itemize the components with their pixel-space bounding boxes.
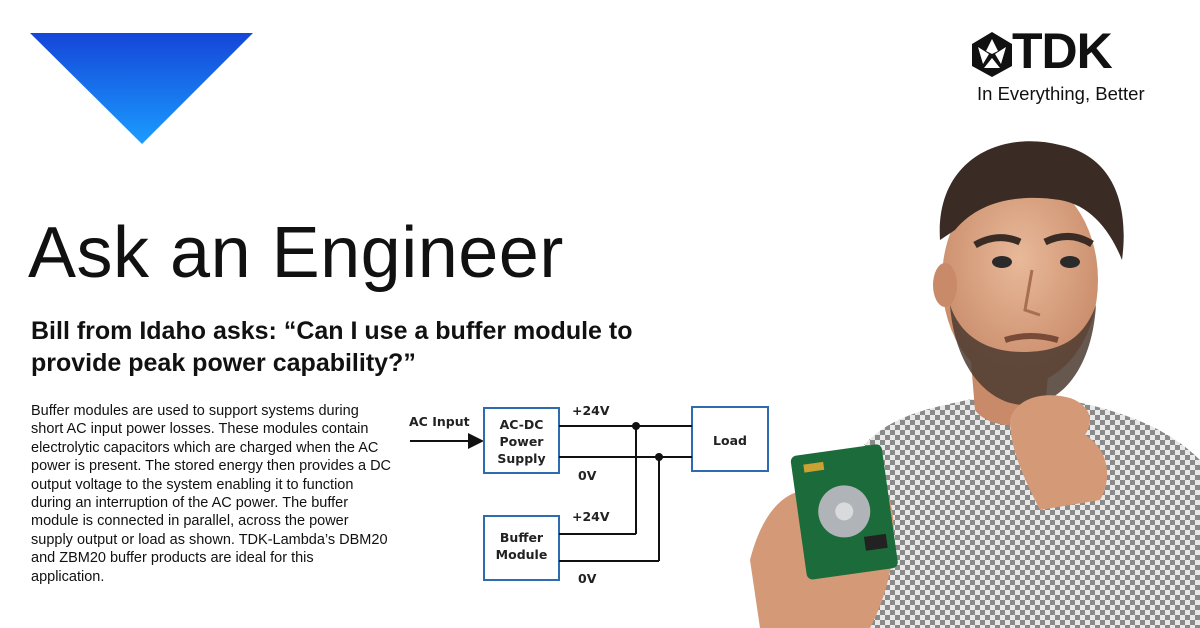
eyebrow <box>973 234 1022 249</box>
eye <box>1060 256 1080 268</box>
load-label: Load <box>713 433 747 448</box>
junction-dot <box>655 453 663 461</box>
checkered-shirt <box>820 395 1200 628</box>
buffer-module-diagram: AC Input AC-DC Power Supply Load Buffer … <box>409 403 769 586</box>
logo-wordmark: TDK <box>1012 23 1113 79</box>
tdk-star-icon <box>972 32 1012 77</box>
hard-drive <box>790 444 898 580</box>
load-box <box>691 406 769 472</box>
ear <box>933 263 957 307</box>
buffer-module-box <box>483 515 560 581</box>
question-heading: Bill from Idaho asks: “Can I use a buffe… <box>31 317 633 377</box>
hand-on-chin <box>1010 395 1108 510</box>
nose <box>1023 269 1041 317</box>
tdk-logo: TDK In Everything, Better <box>968 23 1173 108</box>
buffer-negative-label: 0V <box>578 571 597 586</box>
buffer-label-line: Module <box>496 547 548 562</box>
psu-label-line: AC-DC <box>500 417 544 432</box>
psu-negative-label: 0V <box>578 468 597 483</box>
beard <box>950 305 1096 405</box>
eye <box>992 256 1012 268</box>
eyebrow <box>1043 233 1094 248</box>
engineer-photo <box>750 141 1200 628</box>
psu-positive-label: +24V <box>572 403 610 418</box>
junction-dot <box>632 422 640 430</box>
ac-input-label: AC Input <box>409 414 470 429</box>
hair <box>939 141 1124 260</box>
logo-tagline: In Everything, Better <box>977 83 1145 104</box>
psu-box <box>483 407 560 474</box>
body-paragraph: Buffer modules are used to support syste… <box>31 403 392 585</box>
psu-label-line: Supply <box>497 451 545 466</box>
head <box>942 175 1098 385</box>
mouth <box>1004 333 1059 343</box>
page-title: Ask an Engineer <box>28 213 564 293</box>
decorative-blue-triangle <box>30 33 253 144</box>
psu-label-line: Power <box>500 434 545 449</box>
buffer-positive-label: +24V <box>572 509 610 524</box>
buffer-label-line: Buffer <box>500 530 544 545</box>
